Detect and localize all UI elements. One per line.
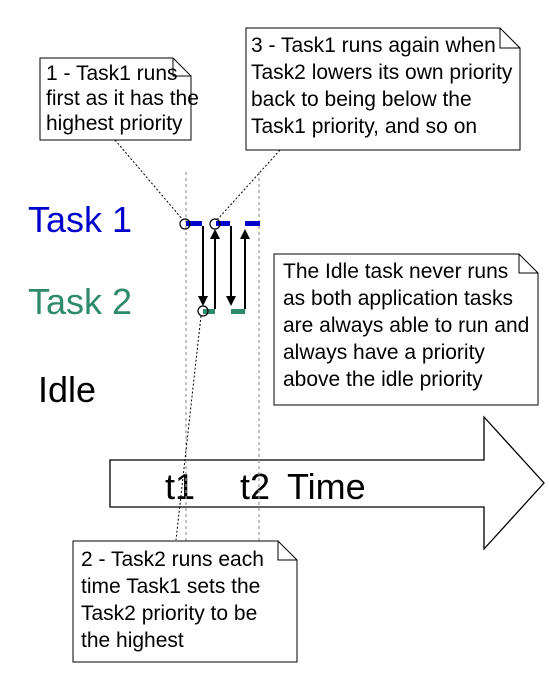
note-2: 2 - Task2 runs each time Task1 sets the … <box>72 540 298 663</box>
task1-run-segment <box>216 221 230 226</box>
time-t2-label: t2 <box>240 466 270 507</box>
callout-leader-2 <box>175 315 202 541</box>
time-arrow <box>109 415 545 551</box>
note-2-line: the highest <box>81 629 184 652</box>
task2-run-segment <box>231 309 245 314</box>
note-2-line: 2 - Task2 runs each <box>81 548 264 571</box>
note-2-line: time Task1 sets the <box>81 575 260 598</box>
task2-run-segment <box>203 309 215 314</box>
row-label-task1: Task 1 <box>28 199 132 240</box>
time-axis-label: Time <box>287 466 366 507</box>
idle-note-line: The Idle task never runs <box>283 260 508 283</box>
task1-run-segment <box>245 221 260 226</box>
note-1-line: first as it has the <box>46 87 199 110</box>
event-circle-1 <box>179 218 191 230</box>
note-3-line: back to being below the <box>251 88 472 111</box>
note-3-line: Task1 priority, and so on <box>251 115 477 138</box>
note-1-line: 1 - Task1 runs <box>46 62 178 85</box>
idle-note-line: as both application tasks <box>283 287 513 310</box>
task1-run-segment <box>186 221 202 226</box>
idle-note-line: above the idle priority <box>283 368 483 391</box>
idle-note: The Idle task never runs as both applica… <box>273 253 539 406</box>
note-2-line: Task2 priority to be <box>81 602 257 625</box>
note-3-line: 3 - Task1 runs again when <box>251 34 496 57</box>
callout-leader-3 <box>216 149 281 221</box>
note-1: 1 - Task1 runs first as it has the highe… <box>39 57 199 141</box>
note-3-line: Task2 lowers its own priority <box>251 61 513 84</box>
event-circle-2 <box>197 305 209 317</box>
row-label-idle: Idle <box>38 369 96 410</box>
time-t1-label: t1 <box>165 466 195 507</box>
idle-note-line: are always able to run and <box>283 314 529 337</box>
callout-leader-1 <box>114 139 184 221</box>
row-label-task2: Task 2 <box>28 281 132 322</box>
note-1-line: highest priority <box>46 112 183 135</box>
idle-note-line: always have a priority <box>283 341 485 364</box>
event-circle-3 <box>209 218 221 230</box>
note-3: 3 - Task1 runs again when Task2 lowers i… <box>245 27 521 151</box>
